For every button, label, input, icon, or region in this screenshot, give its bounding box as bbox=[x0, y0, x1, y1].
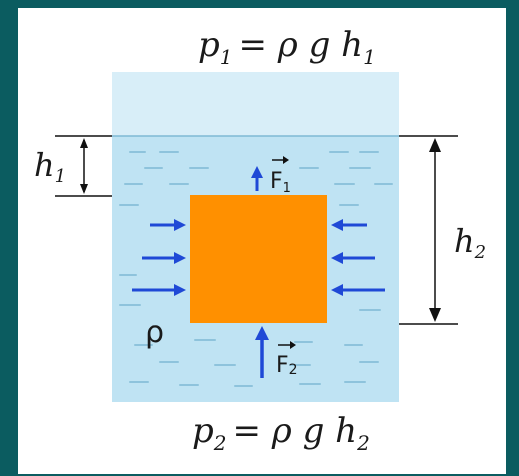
force2-label: F2 bbox=[276, 341, 298, 378]
h2-dimension bbox=[399, 135, 458, 325]
h2-label: h2 bbox=[454, 222, 486, 263]
density-label: ρ bbox=[145, 315, 164, 350]
h1-label: h1 bbox=[34, 146, 66, 187]
force2-arrow bbox=[255, 326, 269, 378]
water-ripples bbox=[119, 151, 393, 387]
top-pressure-formula: p1= ρ g h1 bbox=[198, 25, 376, 69]
force1-label: F1 bbox=[270, 156, 291, 196]
force1-arrow bbox=[251, 166, 263, 191]
svg-text:F2: F2 bbox=[276, 353, 298, 378]
left-pressure-arrows bbox=[132, 219, 186, 296]
bottom-pressure-formula: p2= ρ g h2 bbox=[192, 411, 370, 455]
container-air-region bbox=[112, 72, 399, 136]
svg-text:F1: F1 bbox=[270, 169, 291, 196]
submerged-block bbox=[190, 195, 327, 323]
right-pressure-arrows bbox=[331, 219, 385, 296]
h1-dimension bbox=[55, 135, 112, 197]
